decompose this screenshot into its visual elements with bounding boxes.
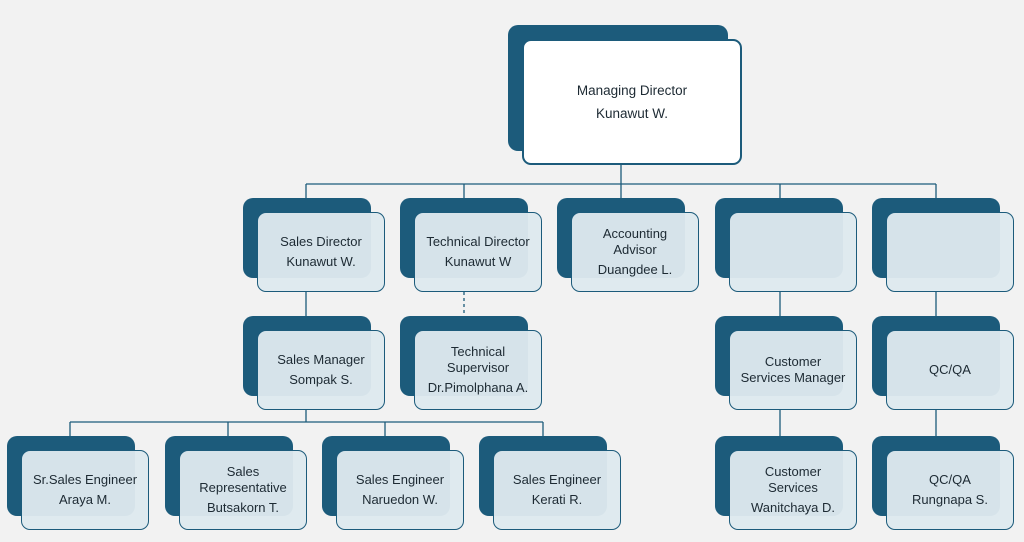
node-card: QC/QA Rungnapa S. (886, 450, 1014, 530)
node-person-name: Kunawut W. (286, 254, 356, 269)
node-person-name: Rungnapa S. (912, 492, 988, 507)
node-person-name: Kerati R. (531, 492, 583, 507)
node-title: Managing Director (576, 83, 688, 98)
node-card (729, 212, 857, 292)
node-person-name: Naruedon W. (362, 492, 438, 507)
node-title: Sales Engineer (512, 472, 602, 487)
node-person-name: Butsakorn T. (206, 500, 280, 515)
node-person-name: Araya M. (58, 492, 111, 507)
org-node-blank-1 (715, 198, 857, 292)
node-card: QC/QA (886, 330, 1014, 410)
node-title: Services (768, 480, 818, 495)
node-title: Representative (199, 480, 287, 495)
node-title: Advisor (613, 242, 657, 257)
node-person-name: Dr.Pimolphana A. (427, 380, 529, 395)
node-title: Sales (226, 464, 260, 479)
org-node-qcqa-lead: QC/QA (872, 316, 1014, 410)
node-person-name: Kunawut W (444, 254, 512, 269)
org-node-blank-2 (872, 198, 1014, 292)
node-title: Services Manager (740, 370, 846, 385)
node-title: Technical (450, 344, 506, 359)
node-title: Sales Director (280, 234, 362, 249)
node-title: Supervisor (446, 360, 510, 375)
node-title: Customer (764, 464, 822, 479)
node-title: Sales Manager (277, 352, 365, 367)
node-person-name: Duangdee L. (597, 262, 673, 277)
node-card (886, 212, 1014, 292)
node-title: Customer (764, 354, 822, 369)
node-title: Technical Director (426, 234, 530, 249)
node-person-name: Sompak S. (289, 372, 353, 387)
org-node-qcqa: QC/QA Rungnapa S. (872, 436, 1014, 530)
node-person-name: Kunawut W. (595, 106, 669, 121)
node-title: QC/QA (929, 472, 971, 487)
node-title: Sales Engineer (355, 472, 445, 487)
node-title: QC/QA (929, 362, 971, 377)
node-title: Accounting (602, 226, 668, 241)
node-person-name: Wanitchaya D. (750, 500, 836, 515)
node-title: Sr.Sales Engineer (32, 472, 138, 487)
